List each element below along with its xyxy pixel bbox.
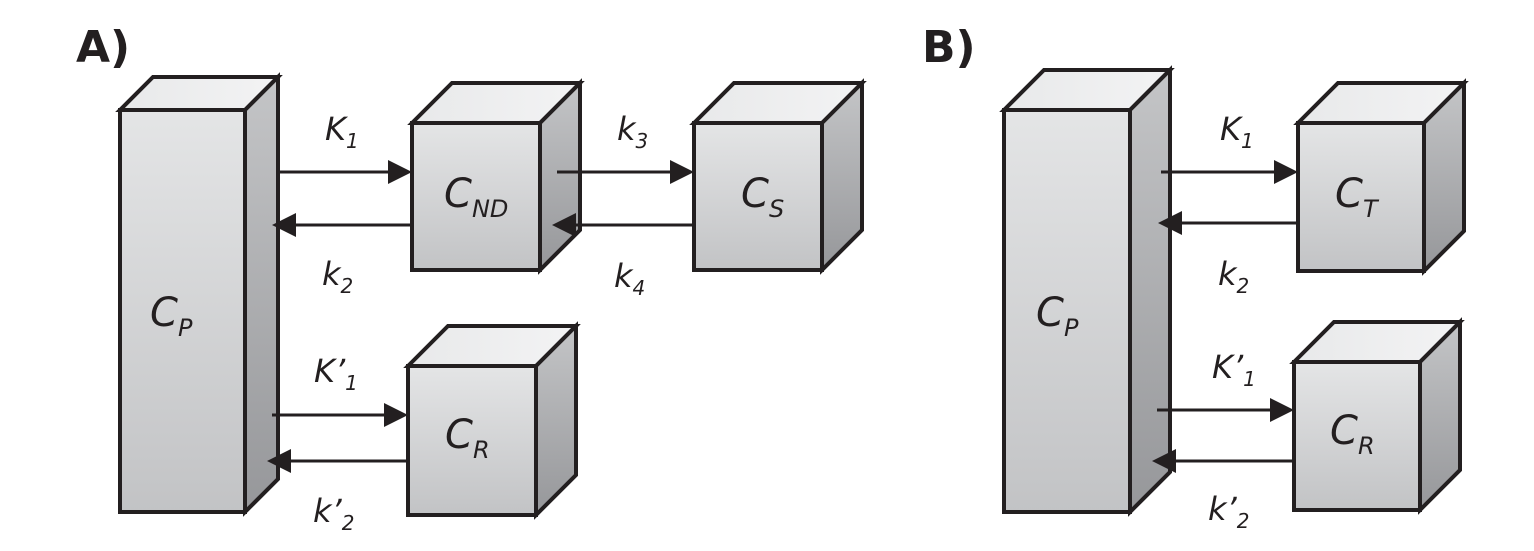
rate-label-k2prime-b: k’2 [1208, 490, 1249, 533]
arrow-k1-b [1161, 160, 1298, 184]
cube-shape [407, 78, 585, 275]
rate-label-k2-a: k2 [322, 255, 353, 298]
cube-shape [1289, 317, 1465, 515]
arrow-head-icon [1152, 449, 1176, 473]
arrow-head-icon [272, 213, 296, 237]
arrow-k2-a [272, 213, 412, 237]
cube-front-face [410, 121, 542, 272]
compartment-reference-a: CR [403, 321, 581, 520]
arrow-k4-a [552, 213, 694, 237]
cube-side-face [1128, 65, 1172, 517]
cube-shape [1293, 78, 1469, 276]
arrow-head-icon [1274, 160, 1298, 184]
cube-front-face [1292, 360, 1422, 512]
compartment-label: CP [150, 290, 193, 342]
compartment-tissue-b: CT [1293, 78, 1469, 276]
compartment-label: CP [1036, 290, 1079, 342]
rate-label-k2-b: k2 [1218, 255, 1249, 298]
cube-side-face [243, 72, 280, 517]
rate-label-k1prime-b: K’1 [1212, 348, 1256, 391]
arrow-k2prime-a [267, 449, 408, 473]
cube-shape [115, 72, 283, 517]
cube-front-face [692, 121, 824, 272]
panel-a: A) CP CND CS CR [76, 22, 867, 535]
cube-shape [403, 321, 581, 520]
arrow-head-icon [1158, 211, 1182, 235]
compartment-plasma-b: CP [999, 65, 1175, 517]
arrow-head-icon [388, 160, 412, 184]
panel-label-b: B) [922, 22, 976, 73]
rate-label-k1-b: K1 [1220, 110, 1254, 153]
compartment-plasma-a: CP [115, 72, 283, 517]
rate-label-k4-a: k4 [614, 257, 645, 300]
compartment-label: CR [445, 412, 490, 464]
compartment-specific-a: CS [689, 78, 867, 275]
cube-front-face [118, 108, 247, 514]
arrow-head-icon [384, 403, 408, 427]
arrow-k1-a [277, 160, 412, 184]
arrow-k2prime-b [1152, 449, 1294, 473]
rate-label-k3-a: k3 [617, 110, 648, 153]
rate-label-k1prime-a: K’1 [314, 352, 358, 395]
compartment-label: CR [1330, 408, 1375, 460]
compartment-nondisplaceable-a: CND [407, 78, 585, 275]
compartment-reference-b: CR [1289, 317, 1465, 515]
cube-front-face [1296, 121, 1426, 273]
arrow-head-icon [1270, 398, 1294, 422]
arrow-head-icon [267, 449, 291, 473]
arrow-k2-b [1158, 211, 1298, 235]
rate-label-k1-a: K1 [325, 110, 359, 153]
cube-shape [689, 78, 867, 275]
arrow-k1prime-a [272, 403, 408, 427]
arrow-k1prime-b [1157, 398, 1294, 422]
compartment-label: CS [741, 171, 784, 223]
panel-label-a: A) [76, 22, 130, 73]
arrow-k3-a [557, 160, 694, 184]
rate-label-k2prime-a: k’2 [313, 492, 354, 535]
cube-shape [999, 65, 1175, 517]
compartment-label: CT [1335, 171, 1380, 223]
panel-b: B) CP CT CR K1 [922, 22, 1469, 533]
arrow-head-icon [670, 160, 694, 184]
arrow-head-icon [552, 213, 576, 237]
cube-front-face [1002, 108, 1132, 514]
cube-front-face [406, 364, 538, 517]
compartment-label: CND [444, 171, 508, 223]
